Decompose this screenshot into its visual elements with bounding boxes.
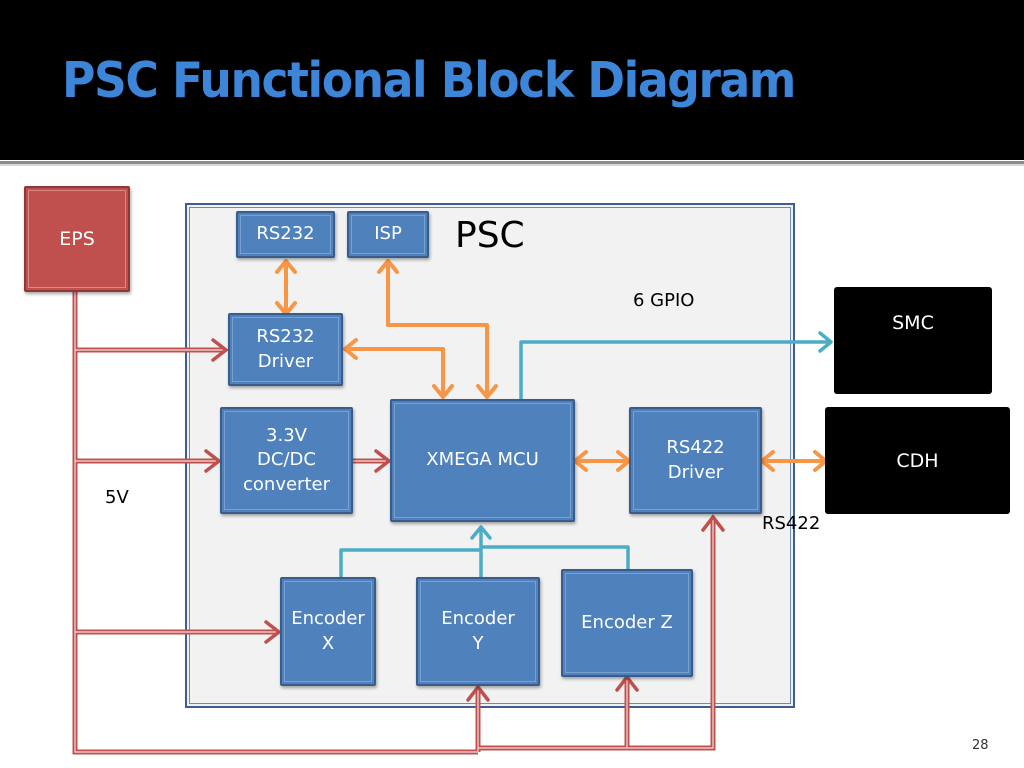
rs232-driver-label: RS232 Driver [256, 326, 315, 372]
voltage-label: 5V [105, 487, 129, 508]
xmega-mcu-block: XMEGA MCU [390, 399, 575, 522]
rs232-block: RS232 [236, 211, 335, 258]
xmega-mcu-label: XMEGA MCU [426, 449, 539, 471]
dcdc-converter-block: 3.3V DC/DC converter [220, 407, 353, 514]
smc-label: SMC [892, 312, 934, 334]
encoder-y-block: Encoder Y [416, 577, 540, 686]
serial-lines [275, 259, 828, 472]
arrowhead [374, 449, 392, 473]
encoder-x-label: Encoder X [291, 608, 365, 654]
gpio-label: 6 GPIO [633, 290, 695, 311]
driver-to-mcu [344, 347, 445, 398]
gpio-lines [339, 331, 833, 580]
isp-label: ISP [374, 223, 402, 245]
isp-block: ISP [347, 211, 429, 258]
rs422-driver-block: RS422 Driver [629, 407, 762, 514]
rs422-driver-label: RS422 Driver [666, 437, 725, 483]
arrowhead [204, 449, 222, 473]
rs422-label: RS422 [762, 513, 821, 534]
mcu-to-smc [519, 340, 832, 400]
dcdc-converter-label: 3.3V DC/DC converter [243, 425, 330, 495]
arrowhead [211, 338, 229, 362]
smc-block: SMC [834, 287, 992, 394]
encoder-y-label: Encoder Y [441, 608, 515, 654]
encoder-x-block: Encoder X [280, 577, 376, 686]
title-bar: PSC Functional Block Diagram [0, 0, 1024, 160]
title-divider [0, 161, 1024, 166]
isp-to-mcu [386, 261, 489, 398]
encoder-z-label: Encoder Z [581, 611, 673, 633]
arrowhead [701, 514, 725, 532]
slide-title: PSC Functional Block Diagram [62, 52, 796, 109]
arrowhead [264, 620, 282, 644]
rs232-driver-block: RS232 Driver [228, 313, 343, 386]
arrowhead [466, 684, 490, 702]
power-lines [72, 292, 725, 755]
cdh-label: CDH [896, 449, 939, 472]
arrowhead [615, 674, 639, 692]
eps-label: EPS [59, 228, 95, 250]
cdh-block: CDH [825, 407, 1010, 514]
rs232-label: RS232 [256, 223, 315, 245]
page-number: 28 [972, 738, 989, 753]
eps-block: EPS [24, 186, 130, 292]
encoder-z-block: Encoder Z [561, 569, 693, 677]
encoder-bus [339, 526, 630, 580]
psc-label: PSC [455, 215, 525, 256]
